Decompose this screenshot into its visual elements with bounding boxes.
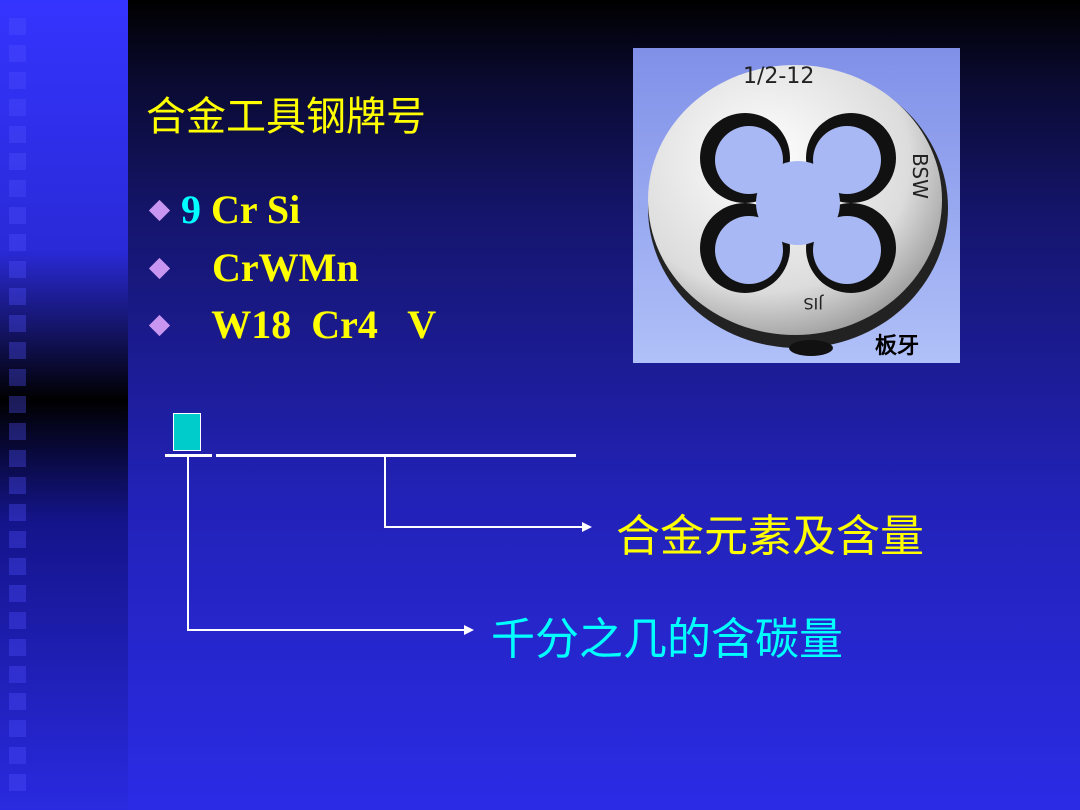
alloy-elements-label: 合金元素及含量	[616, 511, 924, 562]
decorative-square	[9, 153, 26, 170]
decorative-square	[9, 639, 26, 656]
slide-title: 合金工具钢牌号	[146, 94, 426, 140]
diamond-bullet-icon	[148, 315, 171, 337]
decorative-square	[9, 342, 26, 359]
connector-line	[384, 456, 386, 528]
decorative-square	[9, 666, 26, 683]
die-marking-brand: JIS	[803, 294, 824, 313]
bullet-item: W18 Cr4 V	[148, 301, 436, 348]
arrow-icon	[582, 522, 592, 532]
decorative-square	[9, 531, 26, 548]
carbon-content-label: 千分之几的含碳量	[491, 614, 843, 665]
decorative-square	[9, 747, 26, 764]
die-tool-photo: 1/2-12 BSW JIS 板牙	[633, 48, 960, 363]
decorative-square	[9, 612, 26, 629]
decorative-square	[9, 180, 26, 197]
die-marking-standard: BSW	[908, 153, 932, 199]
bullet-item: 9 Cr Si	[148, 186, 300, 233]
decorative-square	[9, 369, 26, 386]
decorative-square	[9, 720, 26, 737]
bullet-text: CrWMn	[212, 245, 359, 290]
connector-line	[384, 526, 582, 528]
diamond-bullet-icon	[148, 258, 171, 280]
decorative-square	[9, 693, 26, 710]
decorative-side-strip	[0, 0, 128, 810]
decorative-square	[9, 45, 26, 62]
decorative-square	[9, 774, 26, 791]
decorative-square	[9, 477, 26, 494]
bullet-item: CrWMn	[148, 244, 359, 291]
bullet-text: W18 Cr4 V	[211, 302, 437, 347]
decorative-square	[9, 396, 26, 413]
decorative-square	[9, 126, 26, 143]
decorative-square	[9, 315, 26, 332]
decorative-square	[9, 288, 26, 305]
decorative-square	[9, 585, 26, 602]
connector-line	[187, 629, 465, 631]
connector-line	[187, 456, 189, 631]
decorative-square	[9, 423, 26, 440]
die-marking-size: 1/2-12	[743, 64, 814, 89]
alloy-underline	[216, 454, 576, 457]
carbon-underline	[165, 454, 212, 457]
decorative-square	[9, 72, 26, 89]
bullet-text: Cr Si	[211, 187, 301, 232]
diamond-bullet-icon	[148, 200, 171, 222]
arrow-icon	[464, 625, 474, 635]
decorative-square	[9, 207, 26, 224]
decorative-square	[9, 504, 26, 521]
decorative-square	[9, 558, 26, 575]
decorative-square	[9, 261, 26, 278]
decorative-square	[9, 99, 26, 116]
decorative-square	[9, 450, 26, 467]
carbon-digit: 9	[181, 187, 201, 232]
carbon-digit-placeholder-box	[173, 413, 201, 451]
photo-caption: 板牙	[875, 333, 919, 359]
decorative-square	[9, 18, 26, 35]
decorative-square	[9, 234, 26, 251]
